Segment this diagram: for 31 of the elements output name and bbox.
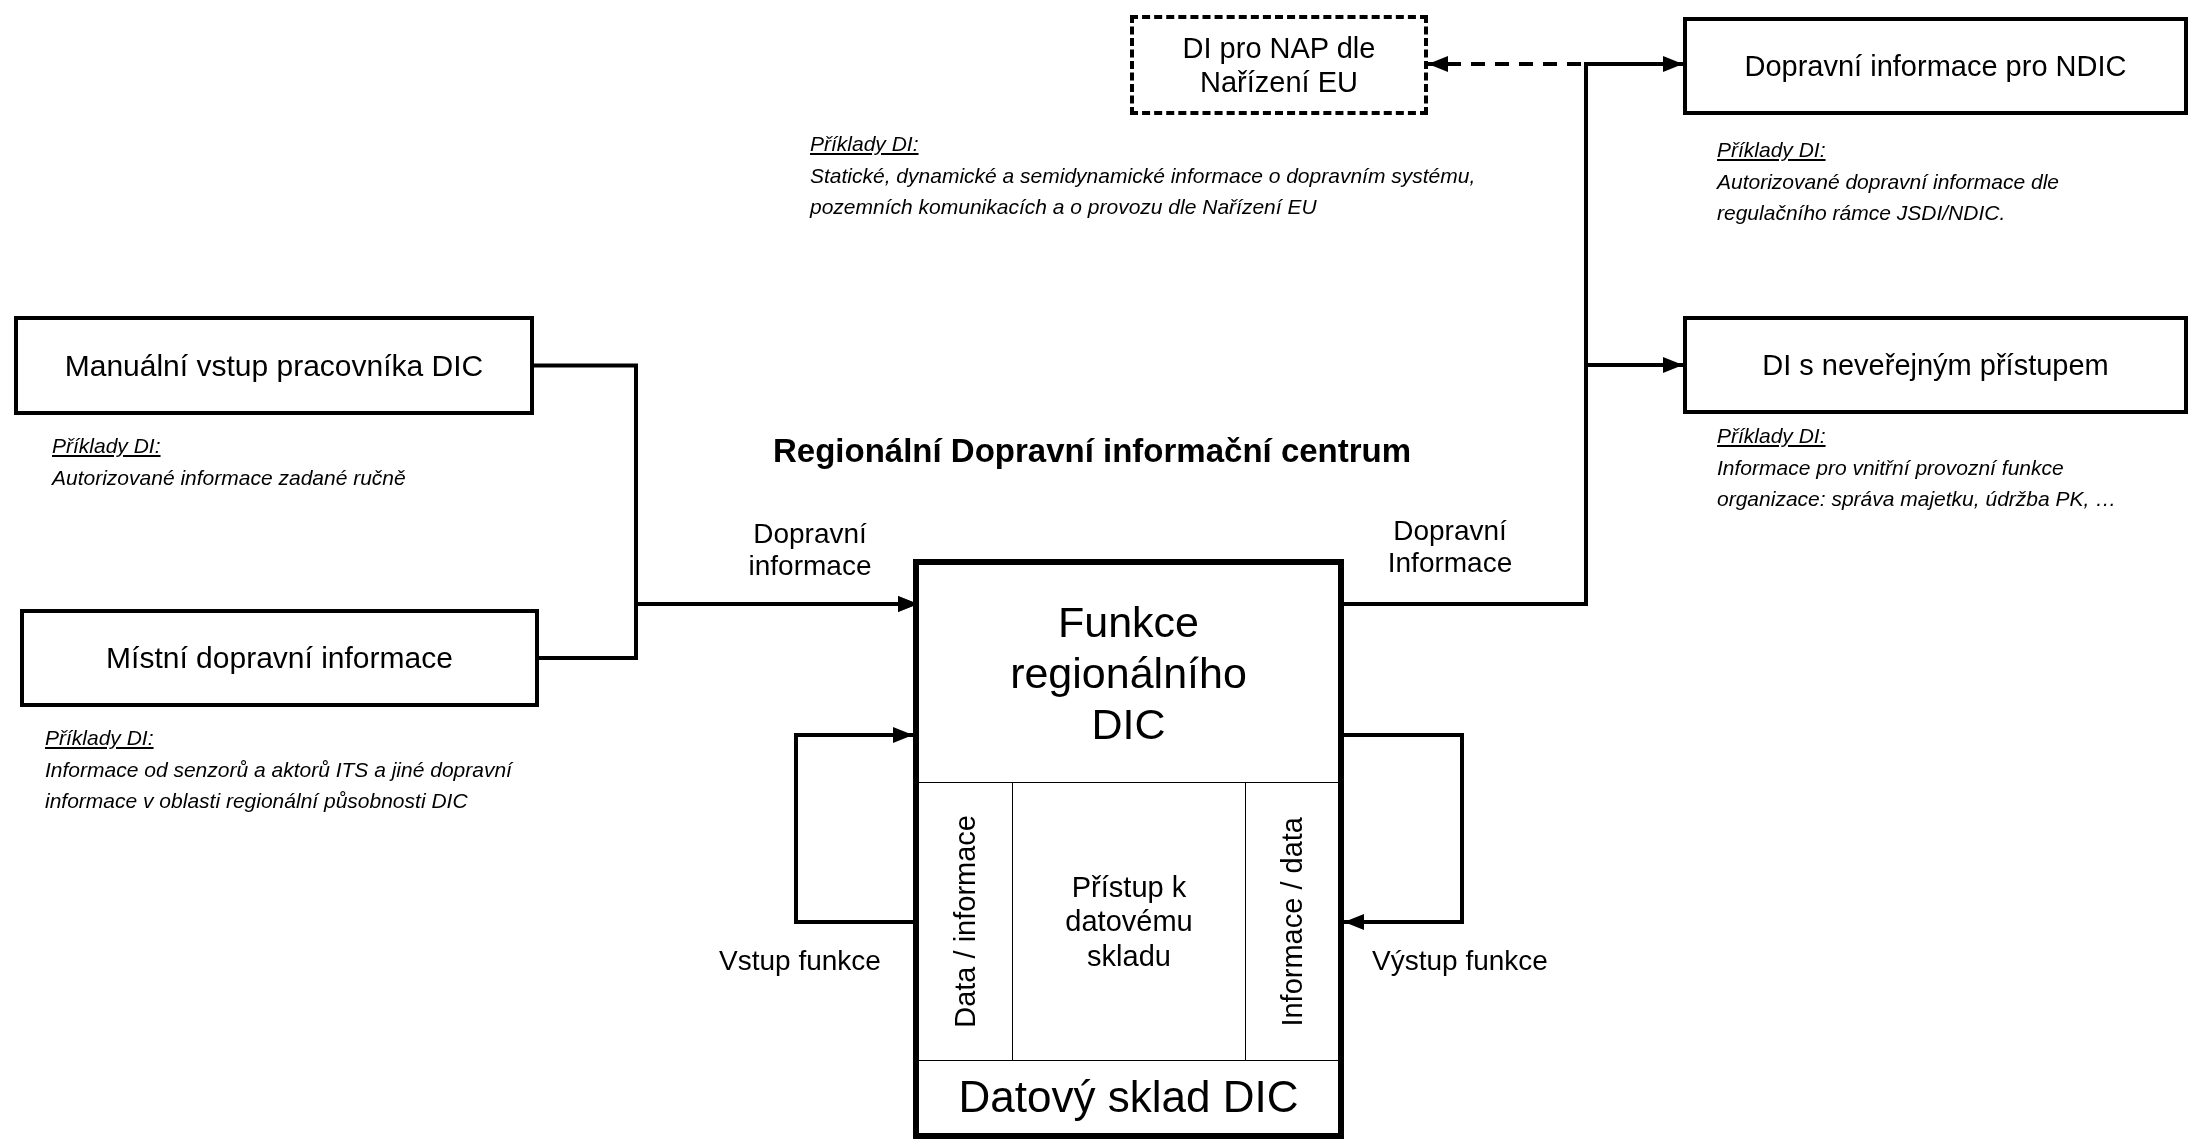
function-panel	[918, 564, 1339, 783]
input-box	[14, 316, 534, 415]
connector-arrow	[794, 727, 913, 924]
output-box	[1130, 15, 1428, 115]
examples-text: Informace pro vnitřní provozní funkce organizace: správa majetku, údržba PK, …	[1717, 454, 2118, 512]
examples-text: Autorizované dopravní informace dle regulačního rámce JSDI/NDIC.	[1717, 168, 2061, 226]
diagram-title: Regionální Dopravní informační centrum	[773, 432, 1412, 470]
examples-heading: Příklady DI:	[1717, 137, 1826, 163]
node-label: Data / informace	[948, 815, 983, 1028]
center-container	[913, 559, 1344, 1139]
node-label: Místní dopravní informace	[105, 640, 454, 676]
input-box	[20, 609, 539, 707]
examples-text: Statické, dynamické a semidynamické informace o dopravním systému, pozemních komunikacích a o provozu dle Nařízení EU	[810, 162, 1477, 220]
node-label: Funkce regionálního DIC	[1009, 597, 1248, 750]
examples-heading: Příklady DI:	[52, 433, 161, 459]
node-label: DI s neveřejným přístupem	[1761, 347, 2110, 383]
examples-text: Autorizované informace zadané ručně	[52, 464, 407, 491]
node-label: Datový sklad DIC	[957, 1071, 1300, 1123]
node-label: Manuální vstup pracovníka DIC	[63, 347, 485, 384]
examples-heading: Příklady DI:	[45, 725, 154, 751]
examples-heading: Příklady DI:	[810, 131, 919, 157]
node-label: Přístup k datovému skladu	[1064, 870, 1194, 973]
connector-arrow	[1344, 733, 1464, 930]
examples-text: Informace od senzorů a aktorů ITS a jiné dopravní informace v oblasti regionální působnosti DIC	[45, 756, 515, 814]
output-box	[1683, 17, 2188, 115]
output-box	[1683, 316, 2188, 414]
node-label: Informace / data	[1274, 816, 1309, 1027]
node-label: DI pro NAP dle Nařízení EU	[1181, 30, 1377, 100]
examples-heading: Příklady DI:	[1717, 423, 1826, 449]
data-store-panel	[918, 1060, 1339, 1134]
node-label: Dopravní informace pro NDIC	[1743, 48, 2128, 84]
